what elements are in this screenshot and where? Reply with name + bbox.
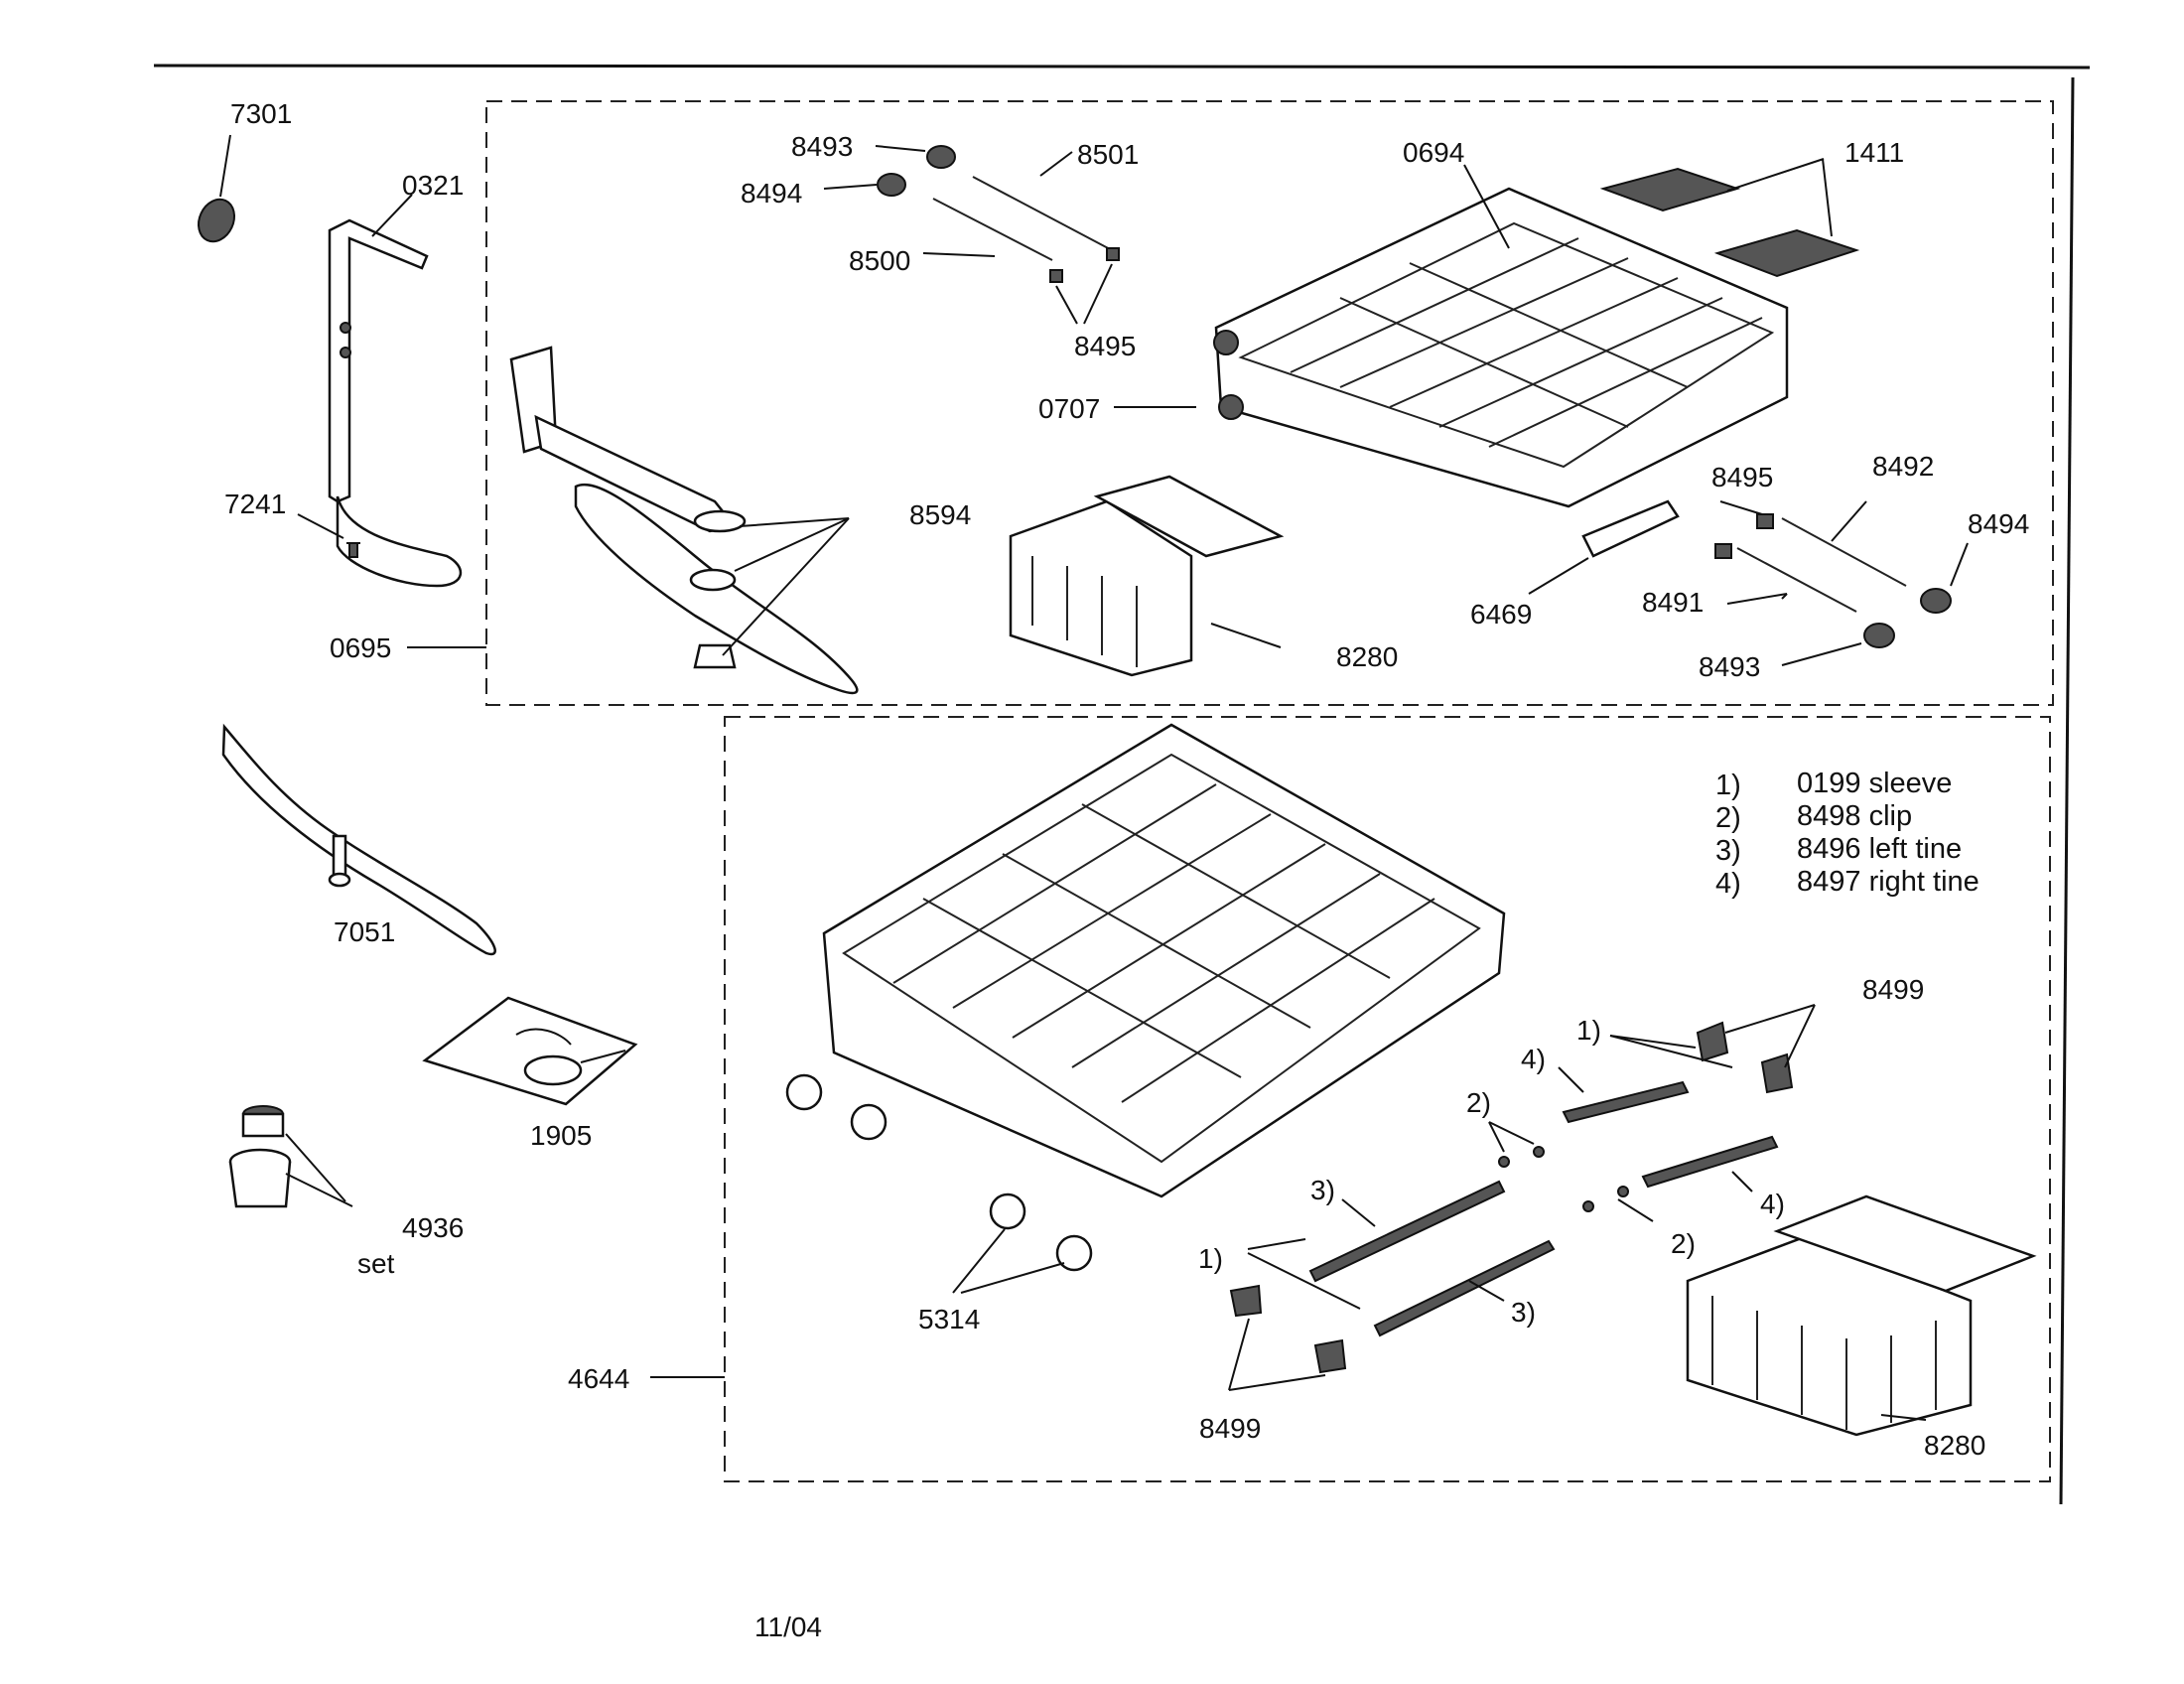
label-8501: 8501	[1077, 139, 1139, 170]
legend-text-1: 0199 sleeve	[1797, 768, 1952, 799]
lower-rack-4644	[822, 723, 1506, 1198]
label-8493-top: 8493	[791, 131, 853, 162]
filter-set-4936	[228, 1105, 353, 1208]
label-8280-bottom: 8280	[1924, 1430, 1985, 1461]
frame	[153, 64, 2091, 1505]
legend-num-1: 1)	[1715, 770, 1741, 801]
callout-3-left: 3)	[1310, 1175, 1335, 1205]
legend-text-2: 8498 clip	[1797, 800, 1912, 832]
label-1411: 1411	[1844, 137, 1904, 168]
label-0694: 0694	[1403, 137, 1464, 168]
upper-rack-0694	[1213, 164, 1789, 508]
label-0707: 0707	[1038, 393, 1100, 424]
label-8500: 8500	[849, 245, 910, 276]
plate-1905	[422, 996, 638, 1106]
upper-assembly-box	[485, 100, 2054, 706]
clips-8491-8492-8493-8494-8495	[1714, 500, 1969, 666]
label-8499-right: 8499	[1862, 974, 1924, 1005]
label-8495-right: 8495	[1711, 462, 1773, 492]
label-0695: 0695	[330, 632, 391, 663]
shelves-1411	[1599, 158, 1860, 278]
callout-2-left: 2)	[1466, 1087, 1491, 1118]
lower-spray-arm-7051	[221, 723, 496, 956]
label-8494-right: 8494	[1968, 508, 2029, 539]
label-7241: 7241	[224, 489, 286, 519]
label-5314: 5314	[918, 1304, 980, 1334]
callout-2-right: 2)	[1671, 1228, 1696, 1259]
label-4936: 4936	[402, 1212, 464, 1243]
label-8494-top: 8494	[741, 178, 802, 209]
callout-legend: 1) 0199 sleeve 2) 8498 clip 3) 8496 left…	[1715, 768, 1979, 900]
upper-spray-arm-0695	[509, 346, 859, 695]
callout-4-right: 4)	[1760, 1189, 1785, 1219]
footer-date: 11/04	[754, 1612, 822, 1642]
label-8491: 8491	[1642, 587, 1704, 618]
wheels-5314	[785, 1073, 1093, 1294]
handle-6469	[1528, 499, 1680, 595]
lower-rack-box	[724, 716, 2051, 1482]
label-8499-bottom: 8499	[1199, 1413, 1261, 1444]
legend-num-3: 3)	[1715, 835, 1741, 867]
cutlery-basket-8594	[1009, 475, 1285, 677]
label-1905: 1905	[530, 1120, 592, 1151]
label-8492: 8492	[1872, 451, 1934, 482]
legend-text-4: 8497 right tine	[1797, 866, 1979, 898]
label-8495-top: 8495	[1074, 331, 1136, 361]
screw-7241	[297, 513, 360, 558]
cutlery-basket-8280	[1686, 1194, 2037, 1437]
label-0321: 0321	[402, 170, 464, 201]
label-8594: 8594	[909, 499, 971, 530]
label-4644: 4644	[568, 1363, 629, 1394]
callout-4-upper: 4)	[1521, 1044, 1546, 1074]
label-7301: 7301	[230, 98, 292, 129]
legend-num-2: 2)	[1715, 802, 1741, 834]
legend-num-4: 4)	[1715, 868, 1741, 900]
label-8280-top: 8280	[1336, 641, 1398, 672]
label-6469: 6469	[1470, 599, 1532, 630]
tine-rows	[1308, 1066, 1779, 1337]
supply-tube-0321	[328, 194, 463, 588]
label-7051: 7051	[334, 916, 395, 947]
callout-1-upper: 1)	[1576, 1015, 1601, 1046]
clips-8493-8494-8495-tines	[823, 145, 1120, 325]
part-number-labels: 7301 0321 7241 0695 7051 1905 4936 set 4…	[224, 98, 2029, 1642]
sleeves-8499	[1228, 1004, 1816, 1391]
spray-arm-cap-7301	[198, 134, 235, 243]
callout-1-lower: 1)	[1198, 1243, 1223, 1274]
label-8493-right: 8493	[1699, 651, 1760, 682]
callout-3-right: 3)	[1511, 1297, 1536, 1328]
label-set: set	[357, 1248, 395, 1279]
legend-text-3: 8496 left tine	[1797, 833, 1962, 865]
clips-2	[1488, 1121, 1654, 1222]
